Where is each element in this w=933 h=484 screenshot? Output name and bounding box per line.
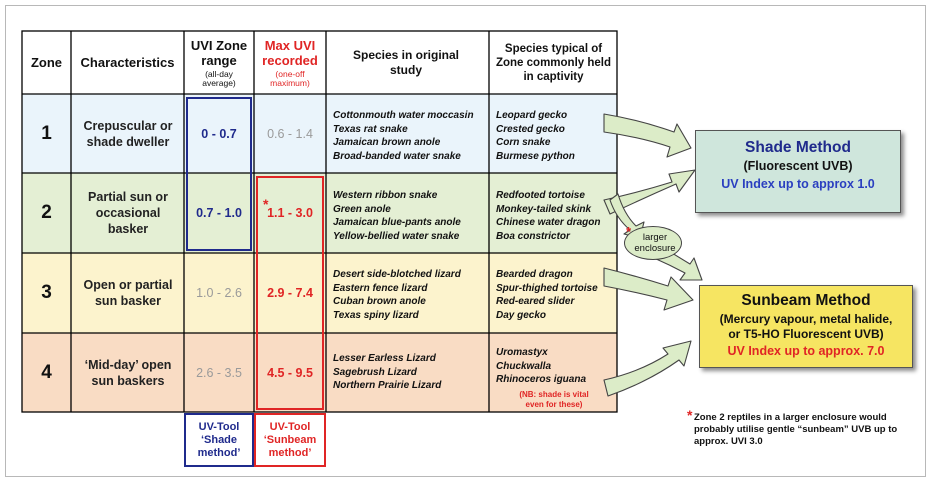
larger-enclosure-bubble bbox=[624, 226, 682, 260]
species-item: Corn snake bbox=[496, 137, 551, 148]
species-item: Desert side-blotched lizard bbox=[333, 269, 461, 280]
species-item: Redfooted tortoise bbox=[496, 190, 585, 201]
species-item: Rhinoceros iguana bbox=[496, 374, 587, 385]
species-item: Cuban brown anole bbox=[333, 296, 426, 307]
header-max-uvi: Max UVI recorded (one-off maximum) bbox=[254, 31, 326, 94]
arrow-zone2-to-shade bbox=[603, 169, 696, 215]
species-item: Texas spiny lizard bbox=[333, 309, 419, 321]
zone-1-characteristics: Crepuscular or shade dweller bbox=[83, 118, 173, 149]
species-item: Uromastyx bbox=[496, 347, 548, 358]
species-item: Crested gecko bbox=[496, 123, 565, 135]
zone-4-species-original: Lesser Earless Lizard Sagebrush Lizard N… bbox=[333, 352, 441, 393]
species-item: Day gecko bbox=[496, 309, 547, 321]
sunbeam-method-line2: or T5-HO Fluorescent UVB) bbox=[728, 326, 884, 341]
zone-4-characteristics: ‘Mid-day’ open sun baskers bbox=[84, 357, 172, 388]
arrow-zone1-to-shade bbox=[603, 113, 692, 158]
zone-1-species-captivity: Leopard gecko Crested gecko Corn snake B… bbox=[496, 109, 575, 163]
species-item: Cottonmouth water moccasin bbox=[333, 110, 474, 121]
header-species-original: Species in original study bbox=[352, 47, 460, 77]
shade-method-box bbox=[695, 130, 901, 213]
zone-4-shade-note: (NB: shade is vital even for these) bbox=[519, 390, 589, 409]
species-item: Jamaican brown anole bbox=[333, 137, 441, 148]
zone-3-number: 3 bbox=[41, 282, 52, 303]
sunbeam-method-title: Sunbeam Method bbox=[741, 292, 871, 309]
species-item: Chuckwalla bbox=[496, 360, 552, 372]
species-item: Broad-banded water snake bbox=[333, 150, 461, 162]
row-3-background bbox=[22, 253, 617, 333]
row-2-background bbox=[22, 173, 617, 253]
species-item: Boa constrictor bbox=[496, 230, 570, 242]
shade-method-subtitle: (Fluorescent UVB) bbox=[743, 159, 853, 173]
uvtool-sunbeam-box: UV-Tool ‘Sunbeam method’ bbox=[254, 413, 326, 467]
zone-3-species-captivity: Bearded dragon Spur-thighed tortoise Red… bbox=[496, 268, 598, 322]
zone-4-species-captivity: Uromastyx Chuckwalla Rhinoceros iguana bbox=[496, 346, 586, 387]
species-item: Spur-thighed tortoise bbox=[496, 282, 598, 294]
species-item: Red-eared slider bbox=[496, 296, 575, 307]
row-4-background bbox=[22, 333, 617, 412]
zone-1-species-original: Cottonmouth water moccasin Texas rat sna… bbox=[333, 109, 474, 163]
larger-enclosure-star: * bbox=[626, 224, 632, 239]
larger-enclosure-label: larger enclosure bbox=[634, 232, 676, 254]
species-item: Jamaican blue-pants anole bbox=[333, 217, 461, 228]
species-item: Northern Prairie Lizard bbox=[333, 380, 442, 391]
zone-2-species-original: Western ribbon snake Green anole Jamaica… bbox=[333, 189, 461, 243]
shade-method-uv: UV Index up to approx 1.0 bbox=[721, 177, 875, 191]
species-item: Chinese water dragon bbox=[496, 217, 601, 228]
zone-1-uvi-range: 0 - 0.7 bbox=[201, 126, 237, 141]
zone-4-uvi-range: 2.6 - 3.5 bbox=[196, 365, 242, 380]
arrow-zone3-to-sunbeam bbox=[603, 267, 694, 311]
sunbeam-method-uv: UV Index up to approx. 7.0 bbox=[727, 343, 885, 358]
zone-3-characteristics: Open or partial sun basker bbox=[83, 278, 173, 308]
header-characteristics: Characteristics bbox=[80, 55, 175, 70]
header-uvi-range-sub: (all-day average) bbox=[202, 68, 236, 88]
footnote-text: Zone 2 reptiles in a larger enclosure wo… bbox=[694, 412, 898, 447]
species-item: Western ribbon snake bbox=[333, 190, 438, 201]
figure-frame bbox=[5, 5, 926, 477]
zone-2-number: 2 bbox=[41, 202, 52, 223]
zone-2-species-captivity: Redfooted tortoise Monkey-tailed skink C… bbox=[496, 189, 600, 243]
zone-3-uvi-range: 1.0 - 2.6 bbox=[196, 286, 242, 300]
species-item: Bearded dragon bbox=[496, 269, 573, 280]
species-item: Lesser Earless Lizard bbox=[333, 353, 436, 364]
species-item: Burmese python bbox=[496, 150, 575, 162]
header-uvi-range-label: UVI Zone range bbox=[190, 37, 248, 68]
header-max-uvi-label: Max UVI recorded bbox=[262, 37, 318, 68]
zone-1-max-uvi: 0.6 - 1.4 bbox=[267, 126, 313, 141]
species-item: Eastern fence lizard bbox=[333, 282, 428, 294]
arrow-zone4-to-sunbeam bbox=[603, 340, 692, 397]
zone-4-max-uvi: 4.5 - 9.5 bbox=[267, 365, 313, 380]
zone-3-species-original: Desert side-blotched lizard Eastern fenc… bbox=[333, 268, 461, 322]
zone-1-number: 1 bbox=[41, 122, 52, 144]
species-item: Monkey-tailed skink bbox=[496, 203, 592, 215]
row-1-background bbox=[22, 94, 617, 173]
sunbeam-range-highlight bbox=[256, 176, 324, 410]
species-item: Texas rat snake bbox=[333, 123, 408, 135]
species-item: Leopard gecko bbox=[496, 110, 568, 121]
header-zone: Zone bbox=[30, 55, 63, 70]
header-max-uvi-sub: (one-off maximum) bbox=[270, 68, 310, 88]
sunbeam-method-box bbox=[699, 285, 913, 368]
zone-3-max-uvi: 2.9 - 7.4 bbox=[267, 286, 313, 300]
sunbeam-method-line1: (Mercury vapour, metal halide, bbox=[719, 311, 893, 326]
shade-range-highlight bbox=[186, 97, 252, 251]
zone-2-max-star: * bbox=[263, 196, 269, 212]
zone-4-number: 4 bbox=[41, 361, 52, 383]
species-item: Green anole bbox=[333, 203, 391, 215]
header-species-captivity: Species typical of Zone commonly held in… bbox=[495, 42, 611, 83]
zone-2-max-uvi: 1.1 - 3.0 bbox=[267, 206, 313, 220]
header-uvi-range: UVI Zone range (all-day average) bbox=[184, 31, 254, 94]
shade-method-title: Shade Method bbox=[745, 139, 851, 156]
zone-2-characteristics: Partial sun or occasional basker bbox=[88, 190, 168, 236]
species-item: Sagebrush Lizard bbox=[333, 366, 417, 378]
uvtool-shade-box: UV-Tool ‘Shade method’ bbox=[184, 413, 254, 467]
species-item: Yellow-bellied water snake bbox=[333, 230, 460, 242]
zone-2-uvi-range: 0.7 - 1.0 bbox=[196, 206, 242, 220]
footnote-star: * bbox=[687, 407, 693, 423]
